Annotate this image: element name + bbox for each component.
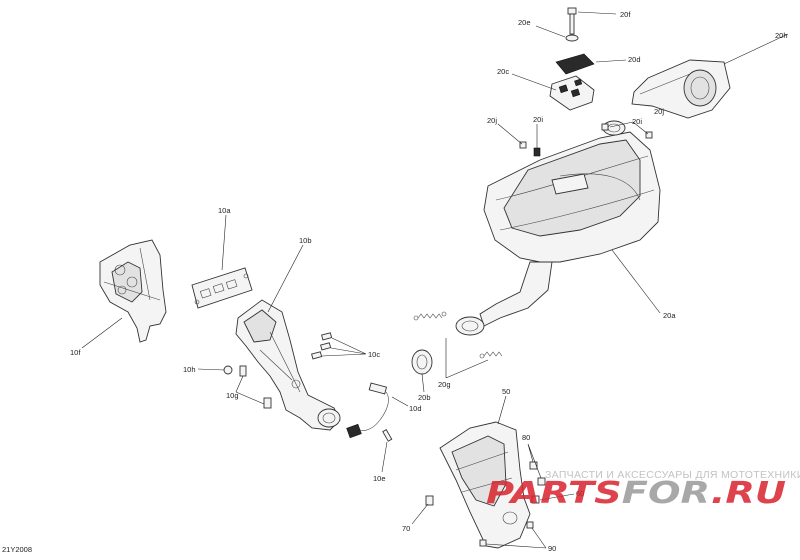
label-10g: 10g — [226, 391, 239, 400]
bolts-20j-20i — [519, 123, 653, 157]
label-90: 90 — [548, 544, 556, 553]
heat-shield-10f — [99, 239, 167, 343]
fasteners-80-60 — [529, 461, 546, 504]
label-10f: 10f — [70, 348, 81, 357]
label-20j-left: 20j — [487, 116, 497, 125]
label-60: 60 — [576, 489, 584, 498]
label-20g: 20g — [438, 380, 451, 389]
label-10e: 10e — [373, 474, 386, 483]
label-20i-left: 20i — [533, 115, 543, 124]
label-20j-right: 20j — [654, 107, 664, 116]
exhaust-manifold-10b — [235, 299, 341, 431]
gasket-10a — [191, 267, 253, 309]
label-10h: 10h — [183, 365, 196, 374]
label-20i-right: 20i — [632, 117, 642, 126]
muffler-20a — [455, 120, 661, 336]
label-10b: 10b — [299, 236, 312, 245]
label-20d: 20d — [628, 55, 641, 64]
label-20h: 20h — [775, 31, 788, 40]
label-10c: 10c — [368, 350, 380, 359]
screws-90 — [479, 521, 534, 547]
label-70: 70 — [402, 524, 410, 533]
label-20f: 20f — [620, 10, 631, 19]
heat-shield-50 — [439, 421, 531, 549]
o2-sensor-10d — [346, 382, 393, 442]
tail-cap-20h — [631, 59, 731, 119]
nut-10h — [223, 365, 233, 375]
label-80: 80 — [522, 433, 530, 442]
watermark: ЗАПЧАСТИ И АКСЕССУАРЫ ДЛЯ МОТОТЕХНИКИ PA… — [486, 469, 800, 511]
bolt-20f — [567, 7, 577, 35]
watermark-text: ЗАПЧАСТИ И АКСЕССУАРЫ ДЛЯ МОТОТЕХНИКИ — [545, 469, 800, 481]
plate-20d — [555, 53, 595, 75]
label-20e: 20e — [518, 18, 531, 27]
label-20a: 20a — [663, 311, 676, 320]
label-20b: 20b — [418, 393, 431, 402]
springs-20g — [413, 311, 503, 359]
label-10a: 10a — [218, 206, 231, 215]
label-20c: 20c — [497, 67, 509, 76]
label-10d: 10d — [409, 404, 422, 413]
ring-gasket-20b — [411, 349, 433, 375]
label-50: 50 — [502, 387, 510, 396]
diagram-code: 21Y2008 — [2, 545, 32, 554]
washer-20e — [565, 34, 579, 42]
rubber-mount-20c — [549, 75, 595, 111]
studs-10c — [311, 332, 333, 360]
screw-70 — [425, 495, 434, 506]
